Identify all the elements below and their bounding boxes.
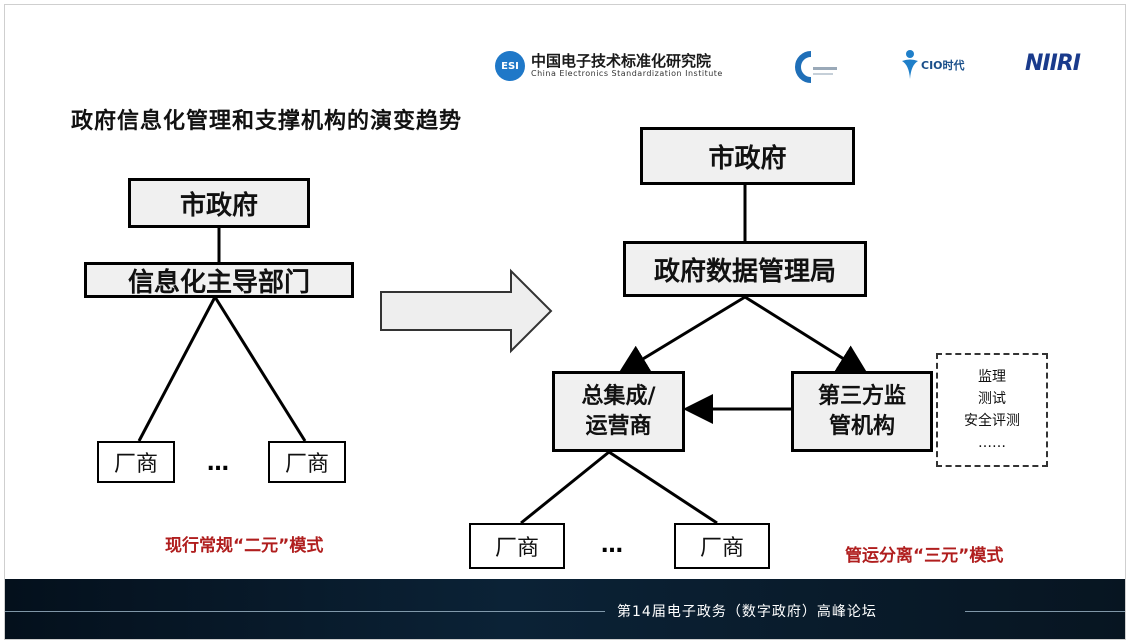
right-city-government-box: 市政府	[640, 127, 855, 185]
cio-label: CIO时代	[921, 59, 965, 72]
right-vendor-ellipsis: …	[601, 533, 623, 558]
right-vendor-box-1: 厂商	[469, 523, 565, 569]
footer-forum-title: 第14届电子政务（数字政府）高峰论坛	[617, 604, 877, 620]
footer-banner: 第14届电子政务（数字政府）高峰论坛	[5, 579, 1125, 639]
cio-logo: CIO时代	[899, 49, 965, 81]
left-vendor-box-1: 厂商	[97, 441, 175, 483]
integrator-line-2: 运营商	[585, 413, 652, 439]
page-title: 政府信息化管理和支撑机构的演变趋势	[71, 109, 463, 134]
footer-divider-left	[5, 611, 605, 612]
service-item: 监理	[978, 369, 1006, 385]
left-it-department-box: 信息化主导部门	[84, 262, 354, 298]
service-item: ……	[978, 435, 1006, 451]
right-vendor-box-2: 厂商	[674, 523, 770, 569]
slide: ESI 中国电子技术标准化研究院 China Electronics Stand…	[4, 4, 1126, 640]
right-data-bureau-box: 政府数据管理局	[623, 241, 867, 297]
third-party-supervisor-box: 第三方监 管机构	[791, 371, 933, 452]
right-model-caption: 管运分离“三元”模式	[845, 546, 1004, 566]
org-name-cn: 中国电子技术标准化研究院	[531, 52, 712, 70]
integrator-line-1: 总集成/	[581, 383, 656, 409]
footer-divider-right	[965, 611, 1125, 612]
org-name-en: China Electronics Standardization Instit…	[531, 69, 723, 78]
supervision-services-list: 监理 测试 安全评测 ……	[936, 353, 1048, 467]
niiri-logo: NIIRI	[1025, 51, 1081, 76]
service-item: 测试	[978, 391, 1006, 407]
left-vendor-ellipsis: …	[207, 451, 229, 476]
c-logo-icon	[791, 51, 841, 83]
cio-figure-icon	[902, 50, 918, 79]
connector-lines	[137, 185, 869, 525]
left-model-caption: 现行常规“二元”模式	[165, 536, 324, 556]
supervisor-line-1: 第三方监	[817, 383, 906, 409]
left-city-government-box: 市政府	[128, 178, 310, 228]
supervisor-line-2: 管机构	[828, 413, 895, 439]
left-vendor-box-2: 厂商	[268, 441, 346, 483]
cesi-emblem-icon: ESI	[495, 51, 525, 81]
cesi-logo: ESI 中国电子技术标准化研究院 China Electronics Stand…	[495, 51, 723, 81]
integrator-operator-box: 总集成/ 运营商	[552, 371, 685, 452]
service-item: 安全评测	[964, 413, 1020, 429]
